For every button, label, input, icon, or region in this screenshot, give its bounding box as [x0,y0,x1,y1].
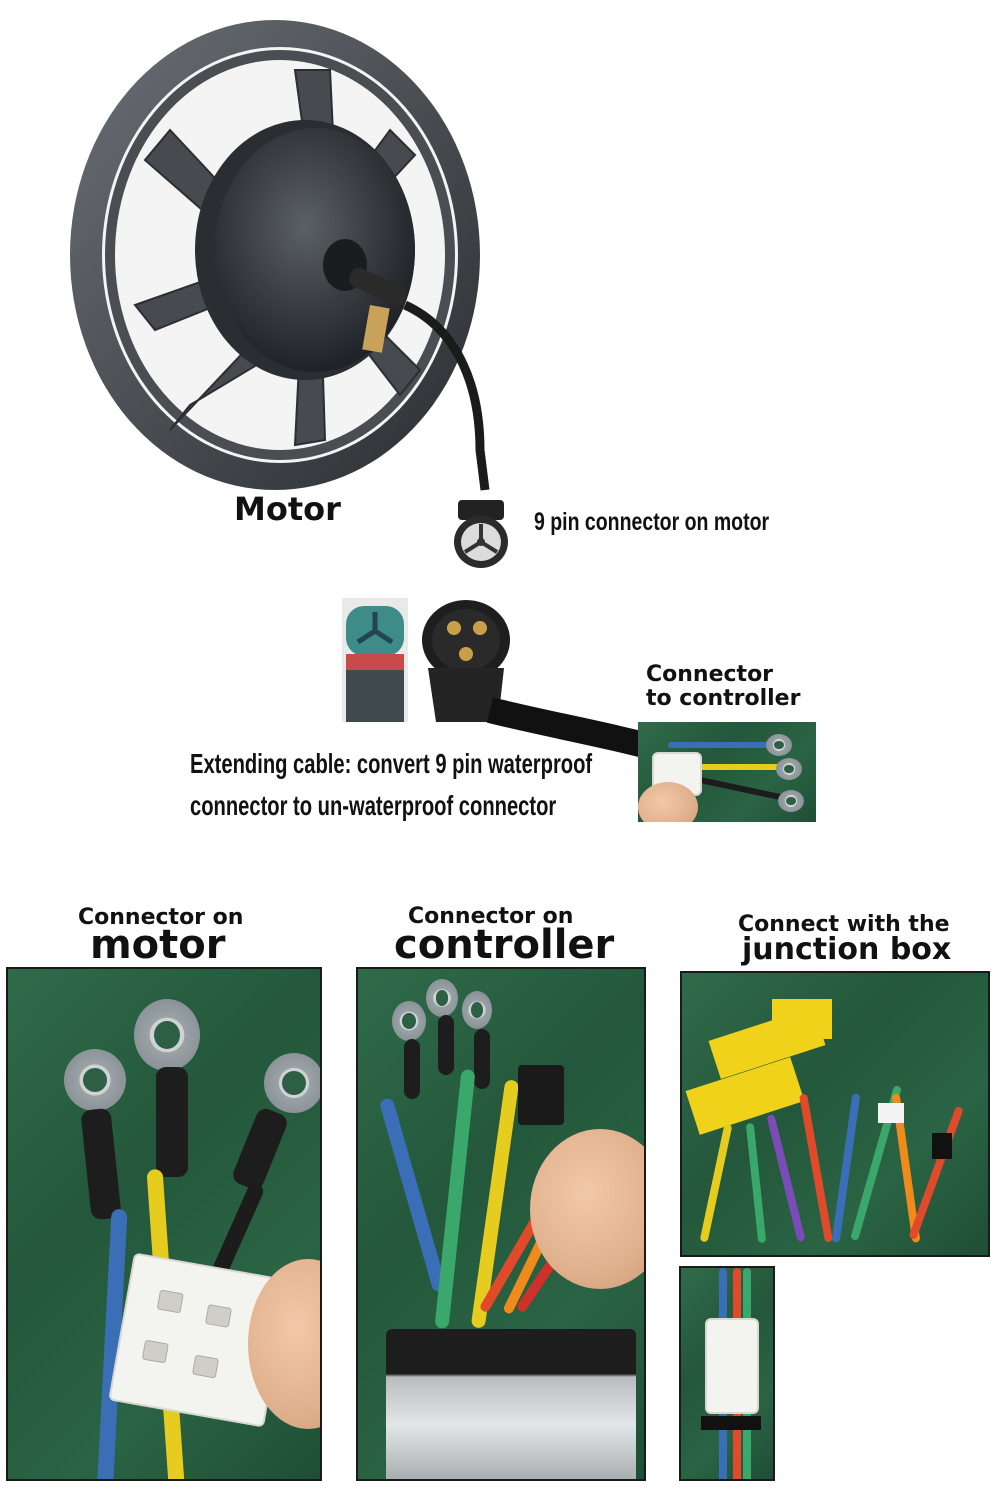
motor-photo [60,10,500,500]
nine-pin-connector-image [450,500,512,570]
column-motor-caption-big: motor [90,922,226,968]
column-junction-caption-small: Connect with the [738,912,950,937]
waterproof-socket-image [418,598,518,722]
motor-label: Motor [234,490,341,528]
waterproof-plug-image [340,598,410,722]
extending-cable-description-line2: connector to un-waterproof connector [190,790,557,821]
controller-connector-photo-large [356,967,646,1481]
junction-box-photo [680,971,990,1257]
column-controller-caption-small: Connector on [408,904,574,929]
column-junction-caption-big: junction box [742,932,952,967]
controller-connector-photo [638,722,816,822]
white-junction-connector [705,1318,759,1414]
column-controller-caption-big: controller [394,922,615,968]
connector-to-controller-label-line2: to controller [646,686,801,711]
column-motor-caption-small: Connector on [78,905,244,930]
controller-box [386,1329,636,1479]
junction-connector-photo [679,1266,775,1481]
nine-pin-connector-label: 9 pin connector on motor [534,508,770,536]
hub-motor-wheel-image [70,20,490,491]
extending-cable-description-line1: Extending cable: convert 9 pin waterproo… [190,748,593,779]
connector-to-controller-label-line1: Connector [646,662,774,687]
motor-connector-photo [6,967,322,1481]
